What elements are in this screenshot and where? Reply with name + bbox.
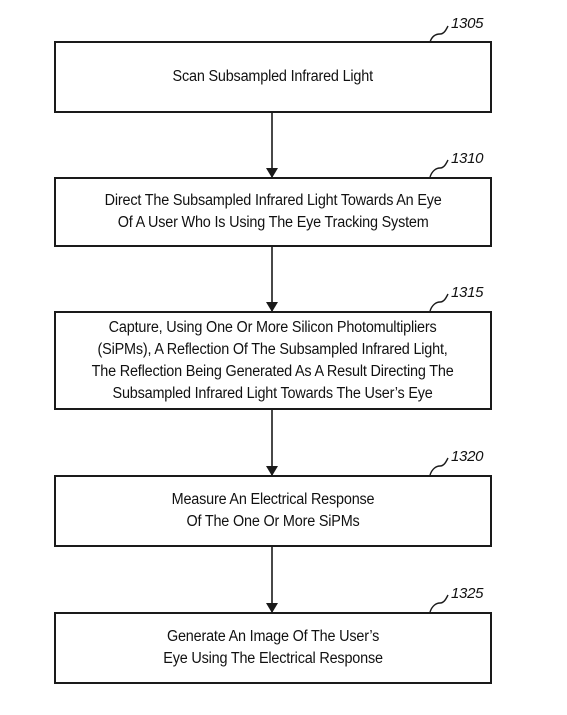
step-ref-1310: 1310 [451,150,484,167]
step-text-1305: Scan Subsampled Infrared Light [172,68,374,85]
step-box-1310: Direct The Subsampled Infrared Light Tow… [54,177,492,247]
leader-1320 [429,457,449,476]
step-ref-1320: 1320 [451,448,484,465]
leader-1305 [429,25,449,43]
step-box-1325: Generate An Image Of The User’s Eye Usin… [54,612,492,684]
leader-1315 [429,293,449,312]
step-ref-1325: 1325 [451,585,484,602]
step-text-1315: Capture, Using One Or More Silicon Photo… [92,318,454,402]
step-ref-1315: 1315 [451,284,484,301]
step-box-1305: Scan Subsampled Infrared Light [54,41,492,113]
step-text-1320: Measure An Electrical Response Of The On… [171,491,375,530]
step-box-1320: Measure An Electrical Response Of The On… [54,475,492,547]
step-ref-1305: 1305 [451,15,484,32]
step-text-1325: Generate An Image Of The User’s Eye Usin… [163,628,383,667]
step-text-1310: Direct The Subsampled Infrared Light Tow… [104,192,442,231]
leader-1310 [429,159,449,178]
leader-1325 [429,594,449,613]
step-box-1315: Capture, Using One Or More Silicon Photo… [54,311,492,410]
